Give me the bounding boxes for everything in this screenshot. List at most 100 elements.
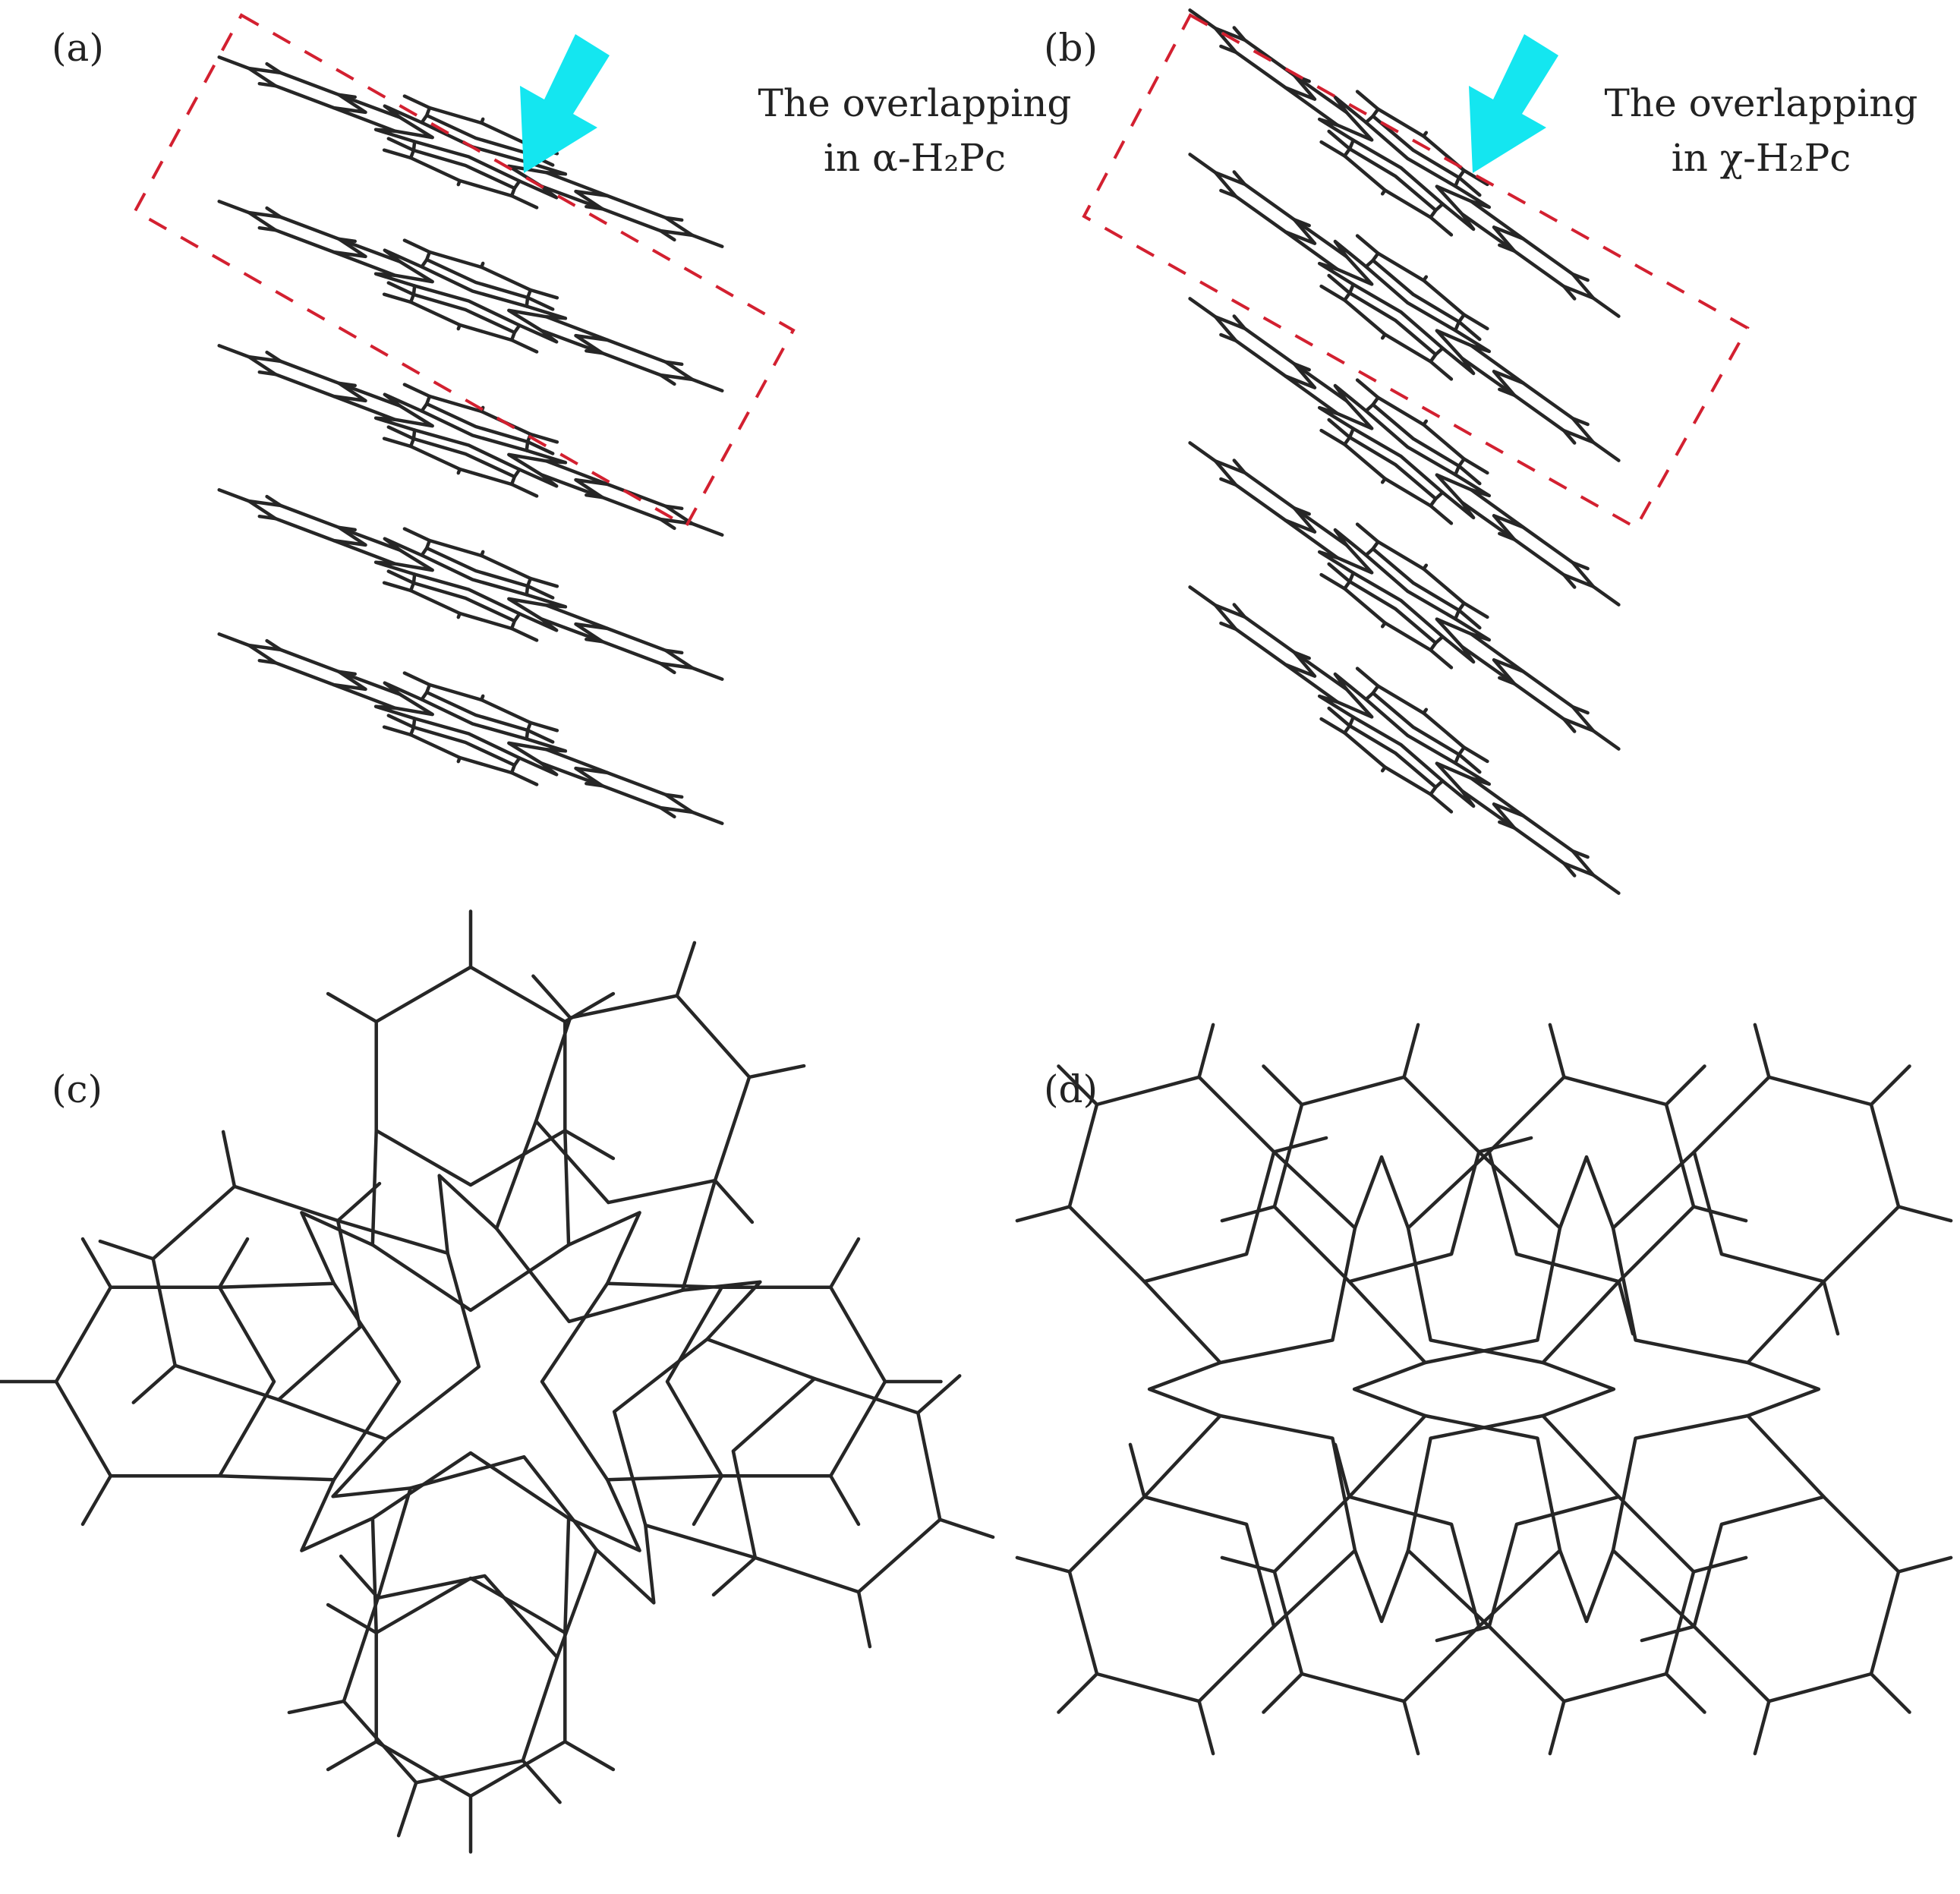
aza-bridge	[1333, 383, 1368, 413]
c-h-bond	[1548, 1023, 1566, 1079]
aza-bridge	[1441, 779, 1476, 808]
aza-bridge	[1317, 405, 1356, 430]
c-h-bond	[1219, 621, 1238, 632]
aza-bridge	[373, 272, 417, 288]
c-h-bond	[386, 714, 416, 730]
c-h-bond	[1220, 1555, 1277, 1574]
c-h-bond	[1380, 621, 1387, 629]
c-h-bond	[690, 377, 724, 392]
benzene-ring	[1492, 370, 1596, 444]
c-h-bond	[402, 94, 432, 110]
benzene-ring	[1343, 723, 1438, 796]
c-h-bond	[585, 204, 604, 211]
pyrrole-ring	[376, 1454, 599, 1659]
c-h-bond	[337, 670, 357, 676]
c-h-bond	[1664, 1672, 1706, 1714]
aza-bridge	[1453, 761, 1492, 786]
c-h-bond	[525, 584, 555, 600]
panel-a-molecule-stack	[217, 55, 724, 825]
c-h-bond	[659, 661, 676, 675]
c-h-bond	[1476, 1136, 1533, 1154]
c-h-bond	[382, 292, 413, 304]
aza-bridge	[525, 737, 568, 753]
aza-bridge	[1333, 95, 1368, 124]
pyrrole-ring	[1284, 218, 1374, 286]
c-h-bond	[509, 482, 539, 498]
c-h-bond	[1462, 601, 1489, 619]
molecule-top-view	[1220, 1023, 1953, 1756]
c-h-bond	[1380, 332, 1387, 340]
aza-bridge	[1453, 184, 1492, 210]
c-h-bond	[456, 467, 462, 475]
pyrrole-ring	[1142, 1413, 1357, 1628]
pyrrole-ring	[1406, 1413, 1621, 1628]
aza-bridge	[1317, 550, 1356, 575]
panel-c: (c)	[0, 909, 995, 1854]
c-h-bond	[1262, 1672, 1304, 1714]
aza-bridge	[566, 1211, 641, 1286]
c-h-bond	[382, 725, 413, 737]
c-h-bond	[217, 632, 251, 648]
c-h-bond	[131, 1363, 177, 1404]
pyrrole-ring	[1364, 402, 1461, 477]
c-h-bond	[1462, 745, 1489, 764]
aza-bridge	[525, 160, 568, 176]
aza-bridge	[1333, 672, 1368, 701]
aza-bridge	[594, 1523, 656, 1605]
c-h-bond	[1562, 717, 1577, 733]
panel-d-label: (d)	[1044, 1067, 1098, 1111]
c-h-bond	[856, 1590, 872, 1649]
c-h-bond	[1457, 464, 1482, 486]
c-h-bond	[1327, 562, 1352, 584]
c-h-bond	[509, 338, 539, 354]
c-h-bond	[659, 517, 676, 531]
c-h-bond	[713, 1178, 755, 1224]
c-h-bond	[1571, 416, 1590, 427]
c-h-bond	[1380, 765, 1387, 773]
c-h-bond	[1753, 1023, 1771, 1079]
benzene-ring	[1213, 315, 1317, 389]
c-h-bond	[829, 1237, 861, 1289]
molecule-side-view	[217, 200, 724, 392]
aza-bridge	[1333, 528, 1368, 557]
c-h-bond	[386, 137, 416, 153]
c-h-bond	[663, 504, 684, 511]
c-h-bond	[339, 1554, 380, 1600]
c-h-bond	[1691, 1205, 1748, 1223]
c-h-bond	[528, 720, 559, 733]
c-h-bond	[1429, 504, 1454, 525]
panel-b-arrow-icon	[1469, 34, 1558, 173]
c-h-bond	[663, 793, 684, 799]
c-h-bond	[1402, 1699, 1420, 1756]
pyrrole-ring	[420, 546, 530, 597]
c-h-bond	[1355, 667, 1380, 688]
c-h-bond	[692, 1474, 724, 1527]
c-h-bond	[585, 493, 604, 499]
c-h-bond	[386, 425, 416, 441]
c-h-bond	[337, 381, 357, 388]
c-h-bond	[1232, 170, 1246, 186]
aza-bridge	[300, 1477, 375, 1552]
c-h-bond	[1220, 1205, 1277, 1223]
c-h-bond	[521, 1759, 562, 1804]
c-h-bond	[1057, 1672, 1099, 1714]
panel-c-overlapped-molecules	[0, 909, 995, 1854]
c-h-bond	[98, 1239, 155, 1261]
c-h-bond	[1197, 1023, 1215, 1079]
c-h-bond	[1355, 378, 1380, 399]
c-h-bond	[1422, 707, 1429, 715]
pyrrole-ring	[1284, 362, 1374, 430]
c-h-bond	[1462, 169, 1489, 187]
aza-bridge	[1541, 1360, 1616, 1418]
aza-bridge	[518, 756, 559, 777]
c-h-bond	[386, 569, 416, 585]
c-h-bond	[509, 194, 539, 210]
c-h-bond	[1422, 131, 1429, 138]
aza-bridge	[518, 323, 559, 344]
c-h-bond	[1457, 175, 1482, 197]
c-h-bond	[265, 494, 282, 508]
aza-bridge	[1453, 473, 1492, 498]
c-h-bond	[663, 216, 684, 222]
molecule-side-view	[1188, 441, 1621, 751]
c-h-bond	[690, 666, 724, 681]
